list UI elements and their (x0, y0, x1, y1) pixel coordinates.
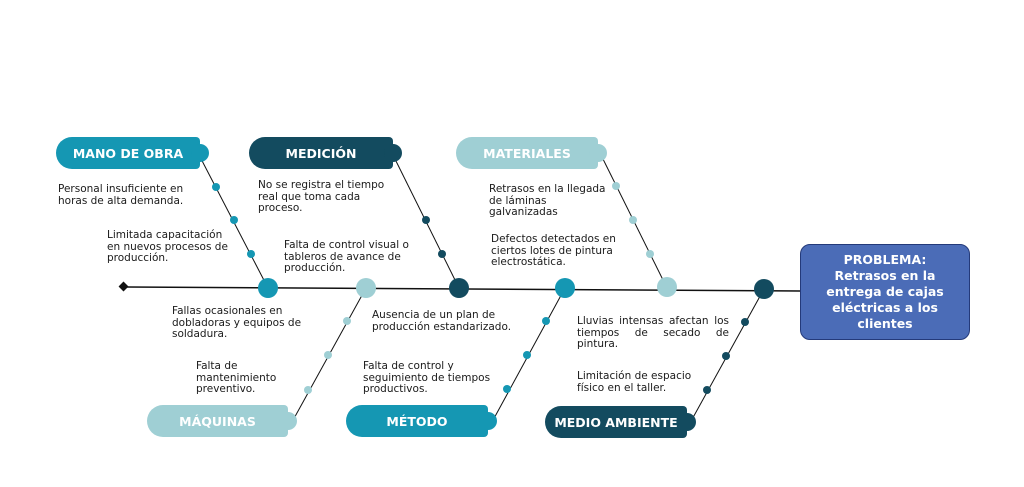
category-label: MATERIALES (483, 145, 571, 161)
bone-dot (343, 317, 351, 325)
bone-dot (542, 317, 550, 325)
junction-node (555, 278, 575, 298)
bone-dot (247, 250, 255, 258)
category-label: MEDIO AMBIENTE (554, 414, 678, 430)
category-label: MANO DE OBRA (72, 145, 184, 161)
category-medicion: MEDICIÓN (249, 137, 402, 169)
cause-text: Falta de mantenimiento preventivo. (196, 360, 277, 395)
bone-dot (438, 250, 446, 258)
bone-dot (324, 351, 332, 359)
cause-text: Falta de control y seguimiento de tiempo… (363, 360, 491, 395)
category-mano-de-obra: MANO DE OBRA (56, 137, 209, 169)
cause-text: Personal insuficiente en horas de alta d… (58, 183, 184, 207)
bone-dot (646, 250, 654, 258)
spine-tail-marker (118, 281, 129, 292)
cause-text: Fallas ocasionales en dobladoras y equip… (172, 305, 302, 340)
bone-dot (304, 386, 312, 394)
junction-node (657, 277, 677, 297)
bone-dot (503, 385, 511, 393)
bone-dot (722, 352, 730, 360)
cause-text: Lluvias intensas afectan los tiempos de … (577, 315, 729, 350)
cause-text: Limitada capacitación en nuevos procesos… (107, 229, 228, 264)
bone-dot (523, 351, 531, 359)
problem-box: PROBLEMA: Retrasos en la entrega de caja… (800, 244, 970, 340)
bone-dot (230, 216, 238, 224)
bone-dot (629, 216, 637, 224)
category-metodo: MÉTODO (346, 405, 497, 437)
junction-node (258, 278, 278, 298)
junction-node (754, 279, 774, 299)
bone-dot (422, 216, 430, 224)
junction-node (449, 278, 469, 298)
cause-text: Limitación de espacio físico en el talle… (577, 370, 692, 394)
bone-dot (212, 183, 220, 191)
cause-text: Falta de control visual o tableros de av… (284, 239, 409, 274)
cause-text: Retrasos en la llegada de láminas galvan… (489, 183, 606, 218)
category-materiales: MATERIALES (456, 137, 607, 169)
bone-dot (612, 182, 620, 190)
category-label: MÉTODO (386, 413, 448, 429)
category-label: MÁQUINAS (179, 413, 256, 429)
category-maquinas: MÁQUINAS (147, 405, 297, 437)
category-medio-ambiente: MEDIO AMBIENTE (545, 406, 696, 438)
cause-text: Ausencia de un plan de producción estand… (372, 309, 512, 333)
category-label: MEDICIÓN (285, 145, 357, 161)
bone-dot (741, 318, 749, 326)
problem-text: PROBLEMA: Retrasos en la entrega de caja… (826, 252, 944, 331)
bone-dot (703, 386, 711, 394)
junction-node (356, 278, 376, 298)
cause-text: Defectos detectados en ciertos lotes de … (491, 233, 616, 268)
cause-text: No se registra el tiempo real que toma c… (258, 179, 385, 214)
